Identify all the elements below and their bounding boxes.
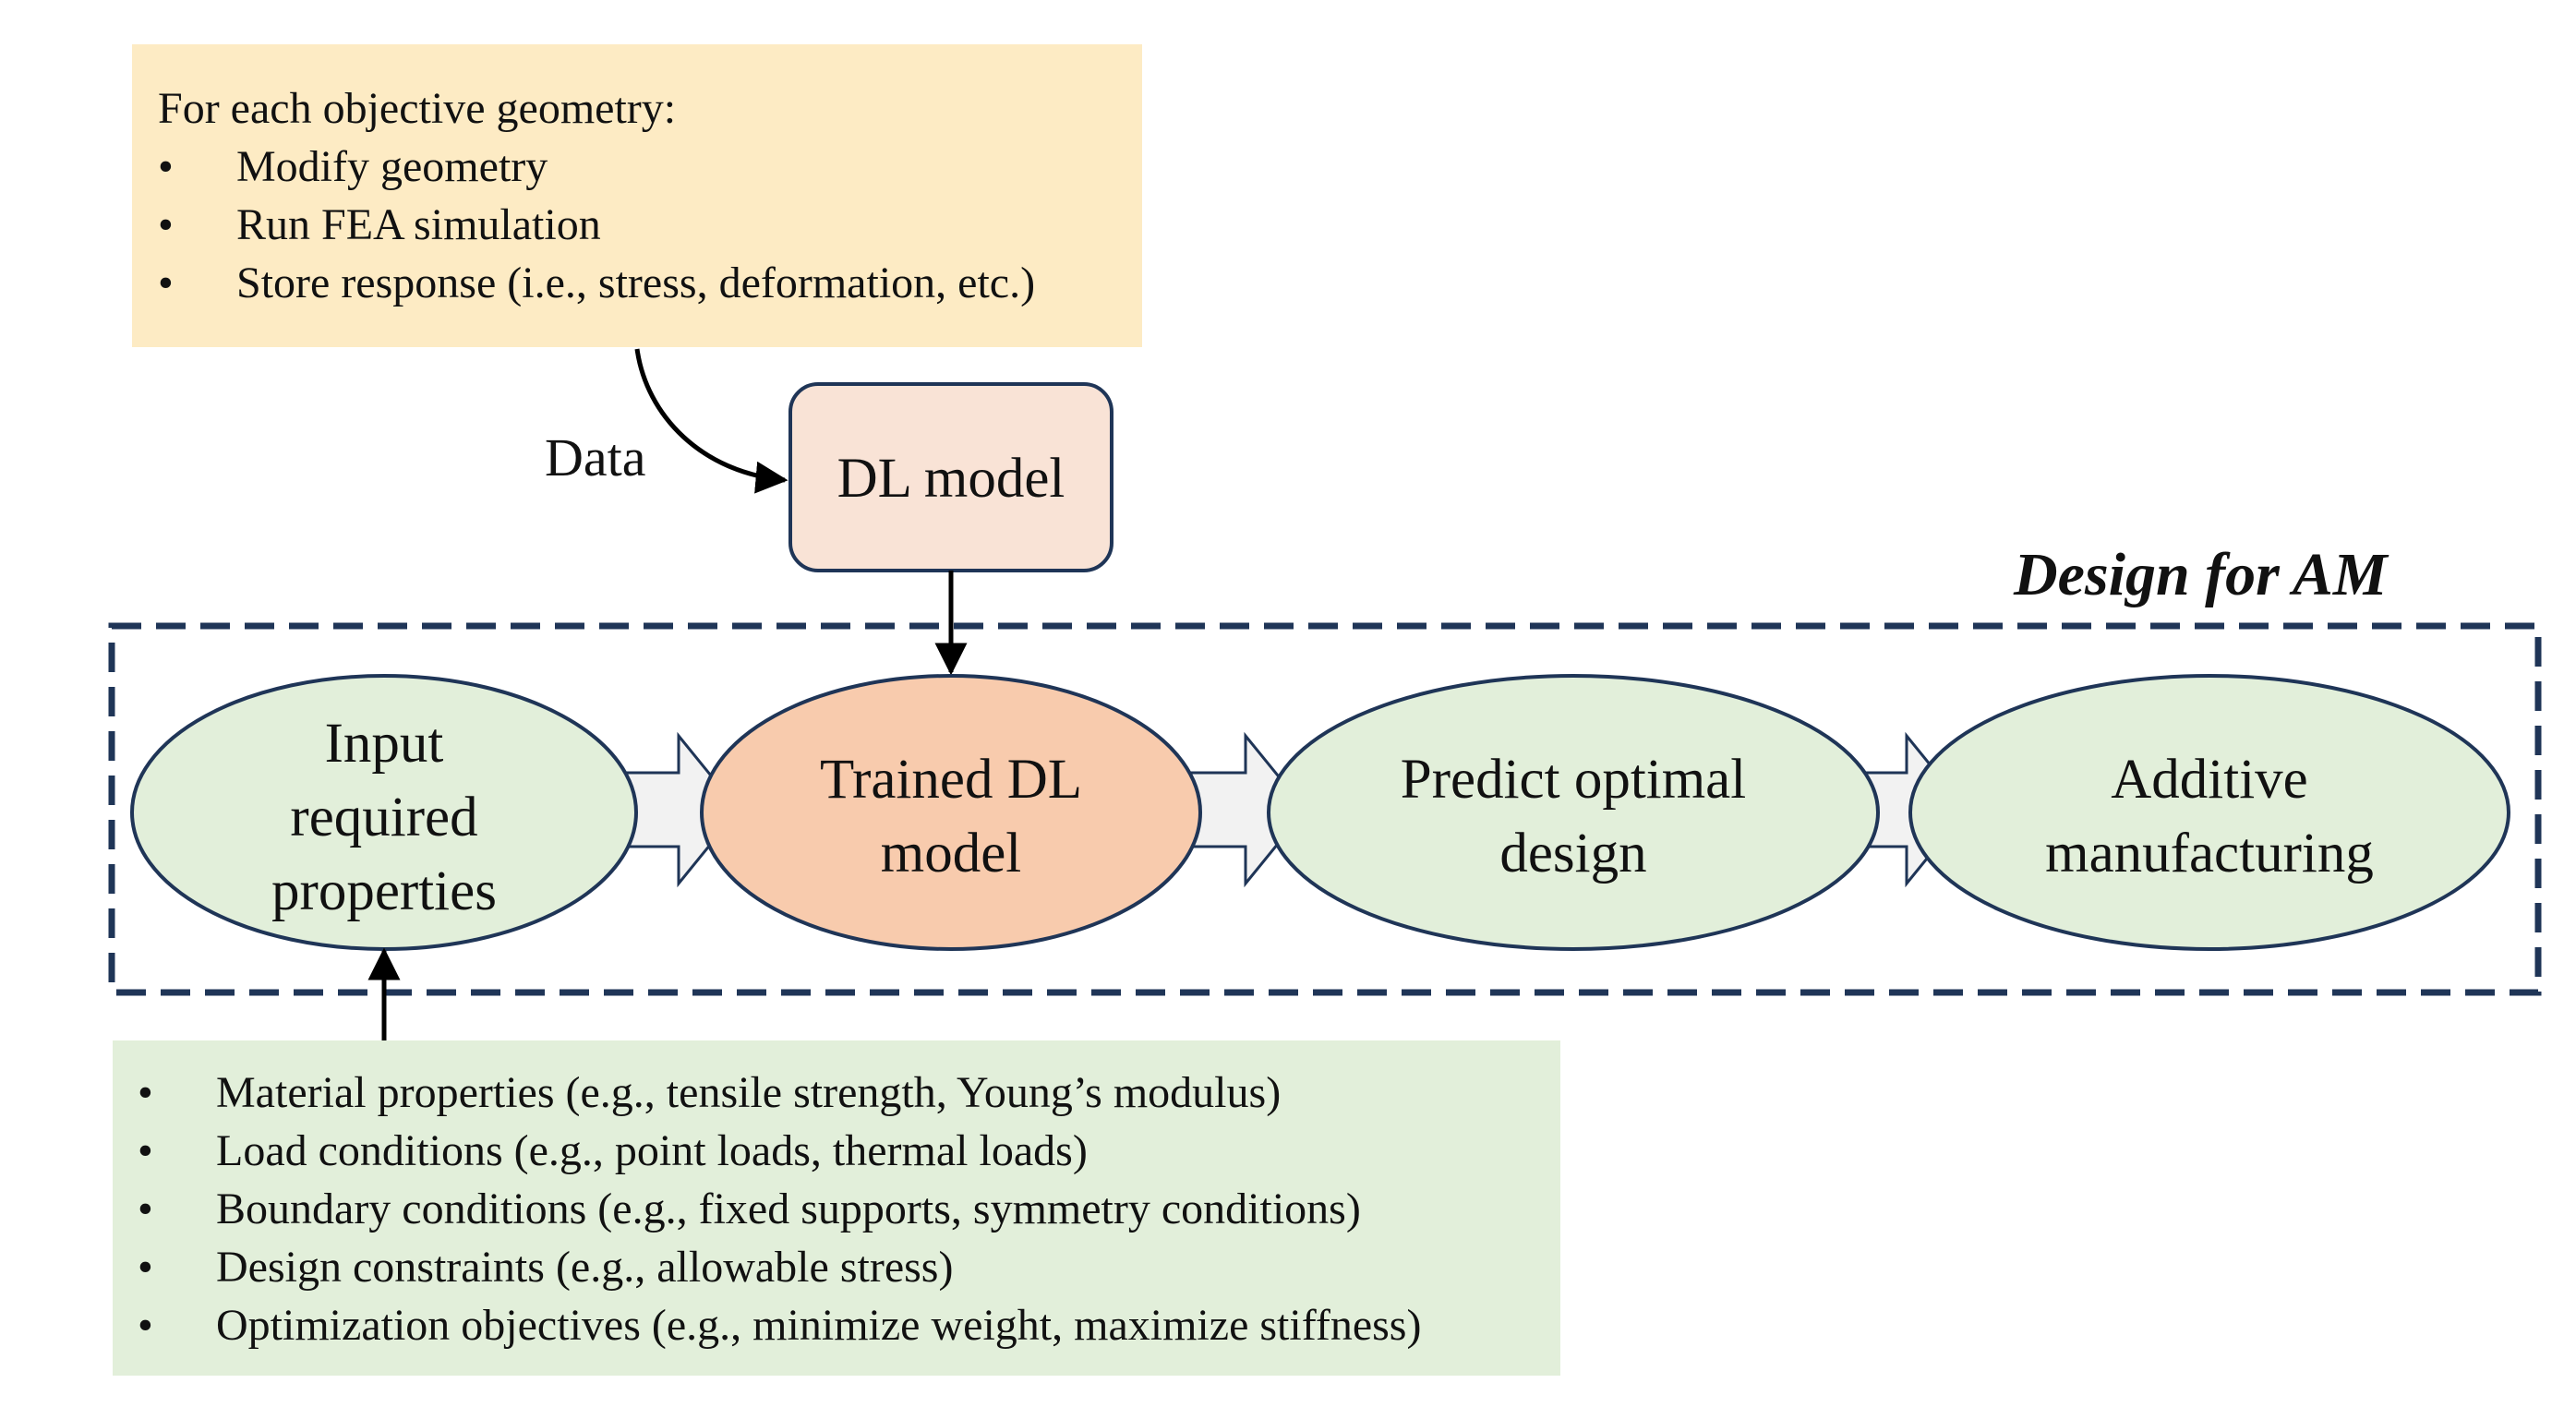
predict-design-label: Predict optimal design <box>1315 743 1832 891</box>
requirement-item: • Boundary conditions (e.g., fixed suppor… <box>138 1180 1421 1238</box>
requirement-item: • Load conditions (e.g., point loads, the… <box>138 1122 1421 1180</box>
bullet-icon: • <box>158 200 174 249</box>
requirement-item: • Optimization objectives (e.g., minimize… <box>138 1296 1421 1354</box>
trained-line-1: Trained DL <box>819 749 1083 811</box>
dl-model-label: DL model <box>837 448 1065 510</box>
trained-dl-model-label: Trained DL model <box>757 743 1145 891</box>
bullet-icon: • <box>158 142 174 191</box>
bullet-icon: • <box>138 1068 153 1117</box>
requirement-text: Boundary conditions (e.g., fixed support… <box>216 1185 1361 1233</box>
data-label: Data <box>545 427 646 487</box>
predict-design-ellipse <box>1267 674 1880 951</box>
requirement-text: Load conditions (e.g., point loads, ther… <box>216 1126 1088 1175</box>
predict-line-2: design <box>1499 823 1647 884</box>
block-arrow-2 <box>1183 731 1307 888</box>
trained-dl-model-ellipse <box>700 674 1202 951</box>
predict-line-1: Predict optimal <box>1400 749 1747 811</box>
bullet-icon: • <box>138 1185 153 1233</box>
input-line-3: properties <box>271 860 497 922</box>
fea-step-text: Modify geometry <box>236 142 548 191</box>
bullet-icon: • <box>138 1243 153 1292</box>
design-for-am-title: Design for AM <box>2014 541 2388 608</box>
fea-step-text: Store response (i.e., stress, deformatio… <box>236 259 1036 307</box>
bullet-icon: • <box>138 1301 153 1350</box>
requirements-text: • Material properties (e.g., tensile stre… <box>138 1064 1421 1354</box>
fea-step-list: • Modify geometry • Run FEA simulation • St… <box>158 138 1035 312</box>
bullet-icon: • <box>138 1126 153 1175</box>
input-line-2: required <box>290 787 478 848</box>
fea-step-item: • Modify geometry <box>158 138 1035 196</box>
requirement-item: • Material properties (e.g., tensile stre… <box>138 1064 1421 1122</box>
design-for-am-frame <box>108 622 2542 996</box>
requirements-box: • Material properties (e.g., tensile stre… <box>113 1040 1560 1376</box>
input-line-1: Input <box>324 713 444 775</box>
requirement-item: • Design constraints (e.g., allowable str… <box>138 1238 1421 1296</box>
requirement-text: Design constraints (e.g., allowable stre… <box>216 1243 954 1292</box>
fea-data-text: For each objective geometry: • Modify geo… <box>158 79 1035 312</box>
fea-data-box: For each objective geometry: • Modify geo… <box>132 44 1142 347</box>
requirement-text: Optimization objectives (e.g., minimize … <box>216 1301 1422 1350</box>
requirement-text: Material properties (e.g., tensile stren… <box>216 1068 1282 1117</box>
data-arrow <box>634 348 788 494</box>
trained-line-2: model <box>880 823 1022 884</box>
bullet-icon: • <box>158 259 174 307</box>
additive-manufacturing-ellipse <box>1908 674 2510 951</box>
additive-manufacturing-label: Additive manufacturing <box>1942 743 2477 891</box>
fea-step-text: Run FEA simulation <box>236 200 601 249</box>
requirements-list: • Material properties (e.g., tensile stre… <box>138 1064 1421 1354</box>
input-properties-label: Input required properties <box>199 707 569 929</box>
fea-step-item: • Run FEA simulation <box>158 196 1035 254</box>
additive-line-1: Additive <box>2111 749 2308 811</box>
fea-step-item: • Store response (i.e., stress, deformati… <box>158 254 1035 312</box>
additive-line-2: manufacturing <box>2045 823 2374 884</box>
fea-data-heading: For each objective geometry: <box>158 84 677 133</box>
